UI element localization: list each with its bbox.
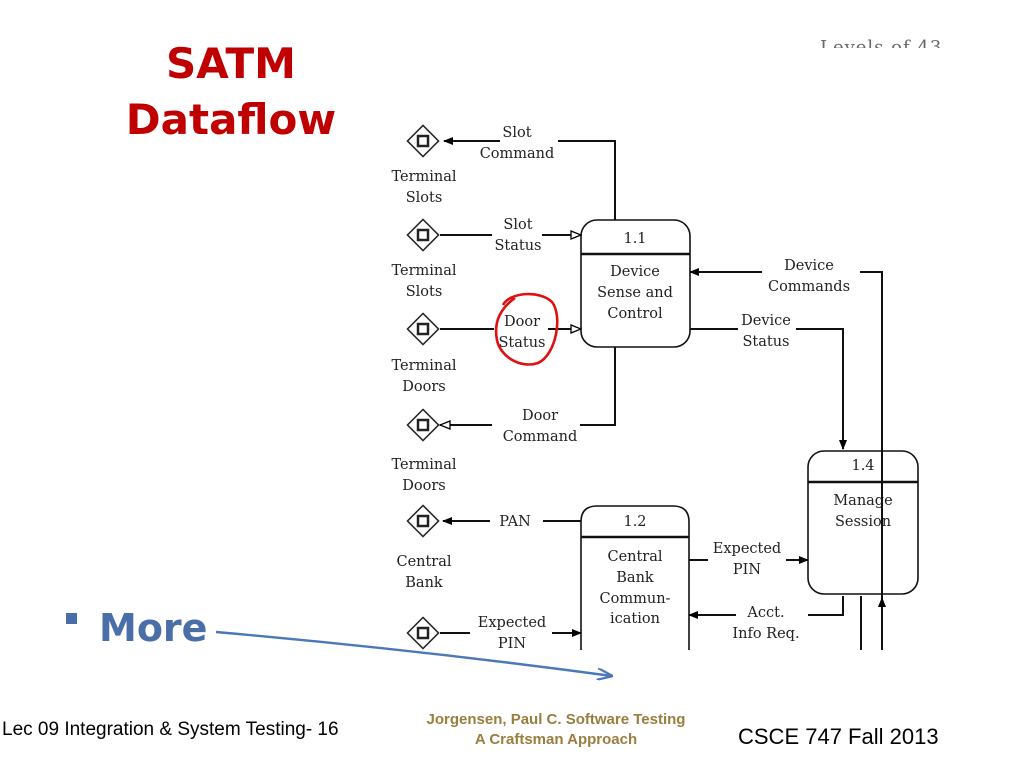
flow-pan: PAN: [442, 514, 581, 530]
process-1-4: 1.4 Manage Session: [807, 450, 919, 595]
terminator-2-label-b: Slots: [406, 284, 443, 300]
flow-expected-pin-right-label-a: Expected: [713, 541, 781, 557]
terminator-3-symbol: [406, 312, 440, 346]
terminator-4-label-b: Doors: [402, 478, 445, 494]
title-line-2: Dataflow: [125, 95, 337, 144]
bullet-more: More: [66, 606, 207, 650]
terminator-5-label-a: Central: [396, 554, 451, 570]
footer-citation-line-1: Jorgensen, Paul C. Software Testing: [426, 711, 686, 728]
process-1-2: 1.2 Central Bank Commun- ication: [580, 505, 690, 650]
process-1-2-id: 1.2: [623, 514, 646, 530]
process-1-1-name-b: Sense and: [597, 285, 673, 301]
flow-expected-pin-right: Expected PIN: [689, 541, 809, 578]
flow-device-commands-label-a: Device: [784, 258, 834, 274]
flow-door-status-label-a: Door: [504, 314, 540, 330]
flow-slot-command: Slot Command: [443, 125, 616, 220]
process-1-1: 1.1 Device Sense and Control: [580, 219, 691, 348]
terminator-2-label-a: Terminal: [391, 263, 456, 279]
flow-device-status: Device Status: [690, 313, 847, 450]
process-1-2-name-d: ication: [610, 611, 660, 627]
bullet-square-icon: [66, 613, 77, 624]
terminator-3-label-a: Terminal: [391, 358, 456, 374]
process-1-2-name-a: Central: [607, 549, 662, 565]
door-status-highlight-circle: [494, 292, 559, 366]
flow-expected-pin-right-label-b: PIN: [733, 562, 761, 578]
flow-slot-command-label-a: Slot: [502, 125, 531, 141]
process-1-1-name-a: Device: [610, 264, 660, 280]
flow-slot-status-label-a: Slot: [503, 217, 532, 233]
terminator-5-label-b: Bank: [405, 575, 443, 591]
flow-door-status: Door Status: [440, 292, 581, 366]
terminator-4-symbol: [406, 408, 440, 442]
flow-slot-status: Slot Status: [440, 217, 581, 254]
terminator-1-label-b: Slots: [406, 190, 443, 206]
slide-title: SATM Dataflow: [100, 36, 362, 148]
footer-course: CSCE 747 Fall 2013: [738, 724, 939, 749]
title-line-1: SATM: [166, 39, 296, 88]
flow-expected-pin-left-label-b: PIN: [498, 636, 526, 652]
flow-slot-status-label-b: Status: [494, 238, 541, 254]
terminator-1-label-a: Terminal: [391, 169, 456, 185]
footer-lecture: Lec 09 Integration & System Testing- 16: [2, 719, 339, 740]
process-1-1-name-c: Control: [607, 306, 663, 322]
flow-acct-info-req-label-b: Info Req.: [732, 626, 799, 642]
flow-slot-command-label-b: Command: [480, 146, 555, 162]
process-1-4-name-b: Session: [835, 514, 891, 530]
bullet-text: More: [99, 606, 208, 650]
terminator-6-symbol: [406, 616, 440, 650]
process-1-1-id: 1.1: [623, 231, 646, 247]
flow-door-command: Door Command: [440, 347, 616, 445]
terminator-3-label-b: Doors: [402, 379, 445, 395]
flow-device-status-label-a: Device: [741, 313, 791, 329]
cropped-heading: Levels of 43: [820, 37, 943, 48]
process-1-4-id: 1.4: [851, 458, 874, 474]
flow-door-status-label-b: Status: [498, 335, 545, 351]
flow-device-commands-label-b: Commands: [768, 279, 850, 295]
footer-citation-line-2: A Craftsman Approach: [474, 731, 638, 748]
terminator-1-symbol: [406, 124, 440, 158]
process-1-2-name-c: Commun-: [600, 591, 671, 607]
flow-session-lines: [860, 596, 886, 650]
annotation-arrow: [215, 630, 612, 676]
flow-door-command-label-b: Command: [503, 429, 578, 445]
terminator-4-label-a: Terminal: [391, 457, 456, 473]
flow-acct-info-req-label-a: Acct.: [746, 605, 784, 621]
terminator-2-symbol: [406, 218, 440, 252]
flow-acct-info-req: Acct. Info Req.: [688, 596, 844, 642]
flow-device-commands: Device Commands: [689, 258, 883, 650]
flow-expected-pin-left: Expected PIN: [440, 610, 582, 652]
process-1-4-name-a: Manage: [833, 493, 892, 509]
flow-expected-pin-left-label-a: Expected: [478, 615, 546, 631]
flow-door-command-label-a: Door: [522, 408, 558, 424]
flow-device-status-label-b: Status: [742, 334, 789, 350]
flow-pan-label: PAN: [499, 514, 531, 530]
footer-citation: Jorgensen, Paul C. Software Testing A Cr…: [398, 710, 714, 750]
terminator-5-symbol: [406, 504, 440, 538]
process-1-2-name-b: Bank: [616, 570, 654, 586]
